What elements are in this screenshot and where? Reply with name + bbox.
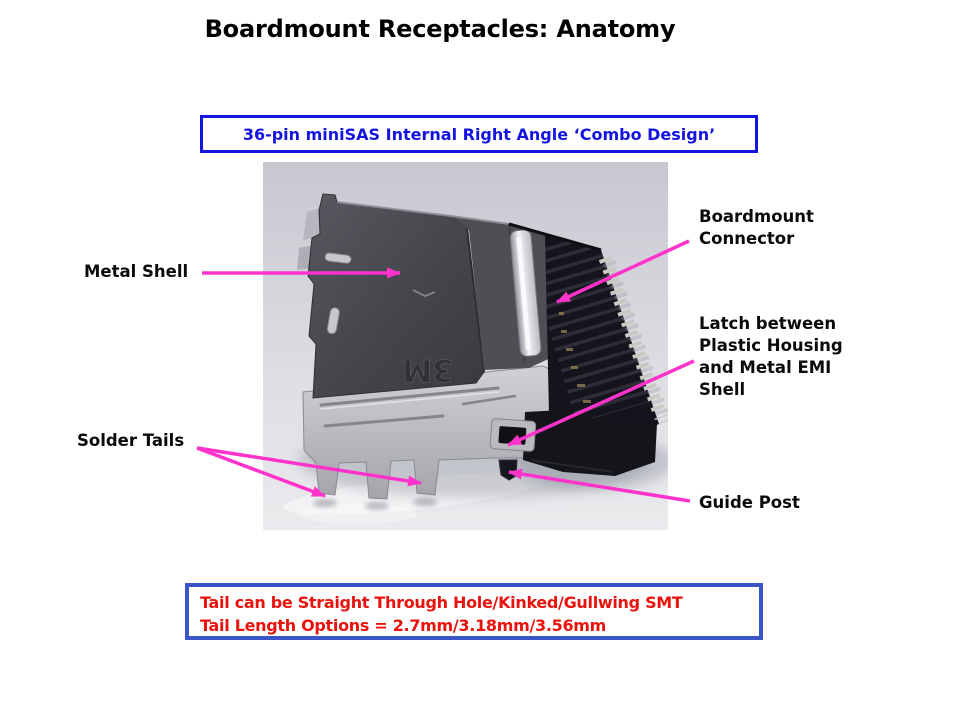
callout-line: Connector — [699, 229, 795, 248]
callout-solder-tails-label: Solder Tails — [77, 430, 184, 452]
subtitle-text: 36-pin miniSAS Internal Right Angle ‘Com… — [242, 124, 716, 144]
latch-clip — [450, 215, 559, 370]
callout-line: Plastic Housing — [699, 336, 843, 355]
callout-line: Guide Post — [699, 493, 800, 512]
callout-line: Boardmount — [699, 207, 814, 226]
footer-box: Tail can be Straight Through Hole/Kinked… — [185, 583, 763, 640]
callout-guide-post-label: Guide Post — [699, 492, 800, 514]
metal-shell-shape: 3M — [307, 193, 485, 399]
callout-line: Shell — [699, 380, 746, 399]
latch-window — [489, 418, 537, 452]
footer-line-1: Tail can be Straight Through Hole/Kinked… — [200, 593, 683, 612]
callout-latch-label: Latch between Plastic Housing and Metal … — [699, 313, 843, 401]
callout-line: Metal Shell — [84, 262, 189, 281]
page-title: Boardmount Receptacles: Anatomy — [204, 15, 676, 43]
callout-line: Latch between — [699, 314, 837, 333]
callout-line: Solder Tails — [77, 431, 185, 450]
subtitle-box: 36-pin miniSAS Internal Right Angle ‘Com… — [200, 115, 758, 153]
shell-logo-3m: 3M — [402, 352, 453, 387]
spring-bar — [509, 229, 542, 357]
callout-boardmount-connector-label: Boardmount Connector — [699, 206, 814, 250]
footer-line-2: Tail Length Options = 2.7mm/3.18mm/3.56m… — [200, 616, 607, 635]
callout-metal-shell-label: Metal Shell — [84, 261, 188, 283]
callout-line: and Metal EMI — [699, 358, 832, 377]
connector-photo: 3M — [263, 162, 668, 530]
